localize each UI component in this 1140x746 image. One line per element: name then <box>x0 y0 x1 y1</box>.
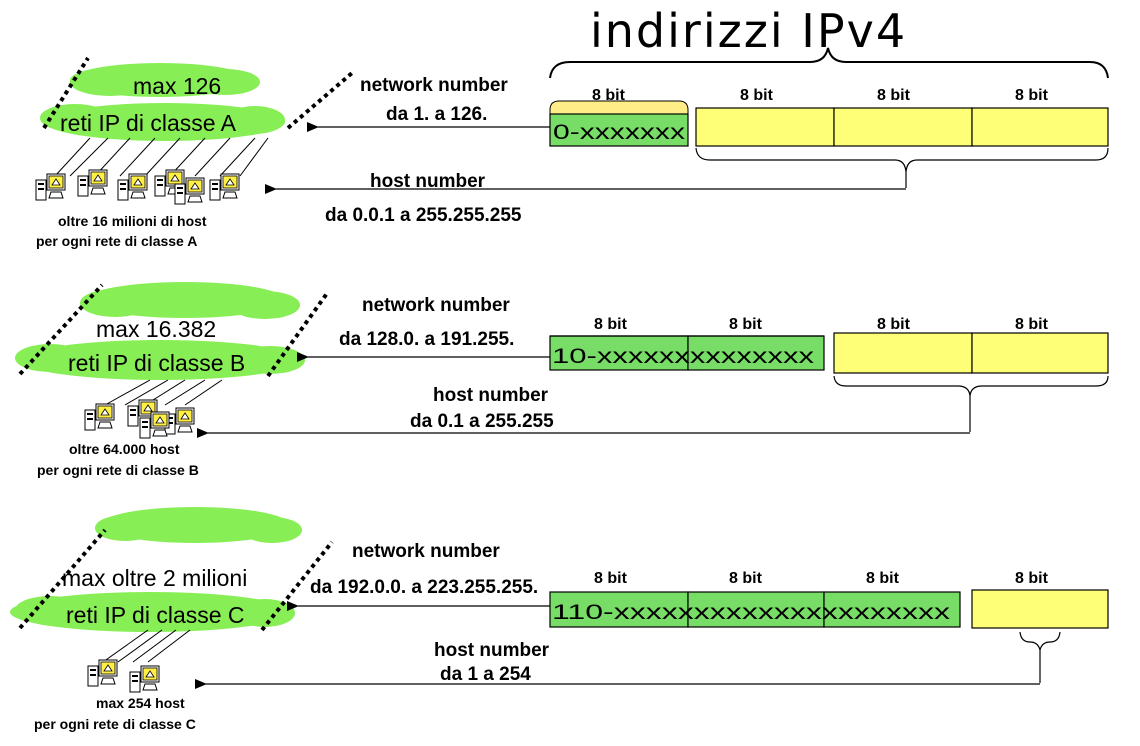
class-b-footnote-line1: oltre 64.000 host <box>69 441 180 457</box>
class-a-footnote-line2: per ogni rete di classe A <box>36 233 197 249</box>
class-a-bit-labels: 8 bit 8 bit 8 bit 8 bit <box>592 87 1049 104</box>
class-c-footnote-line1: max 254 host <box>96 695 185 711</box>
class-b-bit-labels: 8 bit 8 bit 8 bit 8 bit <box>594 316 1049 333</box>
class-b-host-label-line2: da 0.1 a 255.255 <box>410 411 554 432</box>
class-c-section: max oltre 2 milioni reti IP di classe C … <box>10 507 1109 732</box>
class-a-footnote-line1: oltre 16 milioni di host <box>58 213 207 229</box>
class-b-host-links <box>104 379 223 406</box>
class-c-network-label-line2: da 192.0.0. a 223.255.255. <box>310 577 538 598</box>
class-c-footnote-line2: per ogni rete di classe C <box>34 716 196 732</box>
class-a-host-label-line2: da 0.0.1 a 255.255.255 <box>325 205 522 226</box>
class-c-network-cloud <box>10 507 334 632</box>
class-b-host-brace <box>833 375 1109 432</box>
class-a-address-bytes <box>549 100 1109 147</box>
svg-text:8 bit: 8 bit <box>877 87 911 104</box>
class-b-address-bytes <box>549 332 1109 374</box>
class-a-host-brace <box>695 147 1109 188</box>
svg-text:8 bit: 8 bit <box>729 316 763 333</box>
class-b-network-label-line1: network number <box>362 295 510 316</box>
class-c-cloud-line1: max oltre 2 milioni <box>62 565 247 591</box>
svg-text:8 bit: 8 bit <box>740 87 774 104</box>
svg-text:8 bit: 8 bit <box>877 316 911 333</box>
class-b-section: max 16.382 reti IP di classe B oltre 64.… <box>15 282 1109 478</box>
diagram-title: indirizzi IPv4 <box>590 4 907 58</box>
class-c-host-label-line2: da 1 a 254 <box>440 664 531 685</box>
class-c-host-links <box>102 629 191 663</box>
class-b-host-computers-icon <box>84 399 195 439</box>
class-b-network-label-line2: da 128.0. a 191.255. <box>339 329 514 350</box>
class-a-network-cloud <box>40 56 354 141</box>
class-c-host-label-line1: host number <box>434 640 550 661</box>
class-a-network-label-line2: da 1. a 126. <box>386 104 487 125</box>
class-b-footnote-line2: per ogni rete di classe B <box>37 462 199 478</box>
class-c-bit-labels: 8 bit 8 bit 8 bit 8 bit <box>594 570 1049 587</box>
svg-text:8 bit: 8 bit <box>594 316 628 333</box>
class-a-host-links <box>54 137 269 177</box>
svg-text:8 bit: 8 bit <box>866 570 900 587</box>
class-a-host-label-line1: host number <box>370 171 486 192</box>
class-c-address-bytes <box>549 589 1109 629</box>
svg-text:8 bit: 8 bit <box>1015 87 1049 104</box>
class-c-network-bits: 110-xxxxxxxxxxxxxxxxxxxxx <box>552 601 951 624</box>
class-c-cloud-line2: reti IP di classe C <box>66 602 245 628</box>
svg-text:8 bit: 8 bit <box>729 570 763 587</box>
class-c-host-computers-icon <box>87 659 160 693</box>
class-a-cloud-line1: max 126 <box>133 73 221 99</box>
class-a-network-label-line1: network number <box>360 75 508 96</box>
title-brace <box>549 47 1109 79</box>
class-c-network-label-line1: network number <box>352 541 500 562</box>
class-b-cloud-line2: reti IP di classe B <box>68 350 245 376</box>
class-b-network-cloud <box>15 282 330 380</box>
svg-text:8 bit: 8 bit <box>1015 570 1049 587</box>
class-a-host-computers-icon <box>35 169 240 205</box>
svg-text:8 bit: 8 bit <box>594 570 628 587</box>
class-b-cloud-line1: max 16.382 <box>96 316 216 342</box>
class-a-section: max 126 reti IP di classe A oltre 16 mil… <box>35 56 1109 249</box>
class-b-host-label-line1: host number <box>433 385 549 406</box>
class-a-network-bits: 0-xxxxxxx <box>553 121 686 144</box>
svg-text:8 bit: 8 bit <box>1015 316 1049 333</box>
class-b-network-bits: 10-xxxxxxxxxxxxxx <box>552 345 815 368</box>
svg-text:8 bit: 8 bit <box>592 87 626 104</box>
class-c-host-brace <box>1019 631 1061 683</box>
class-a-cloud-line2: reti IP di classe A <box>60 110 237 136</box>
